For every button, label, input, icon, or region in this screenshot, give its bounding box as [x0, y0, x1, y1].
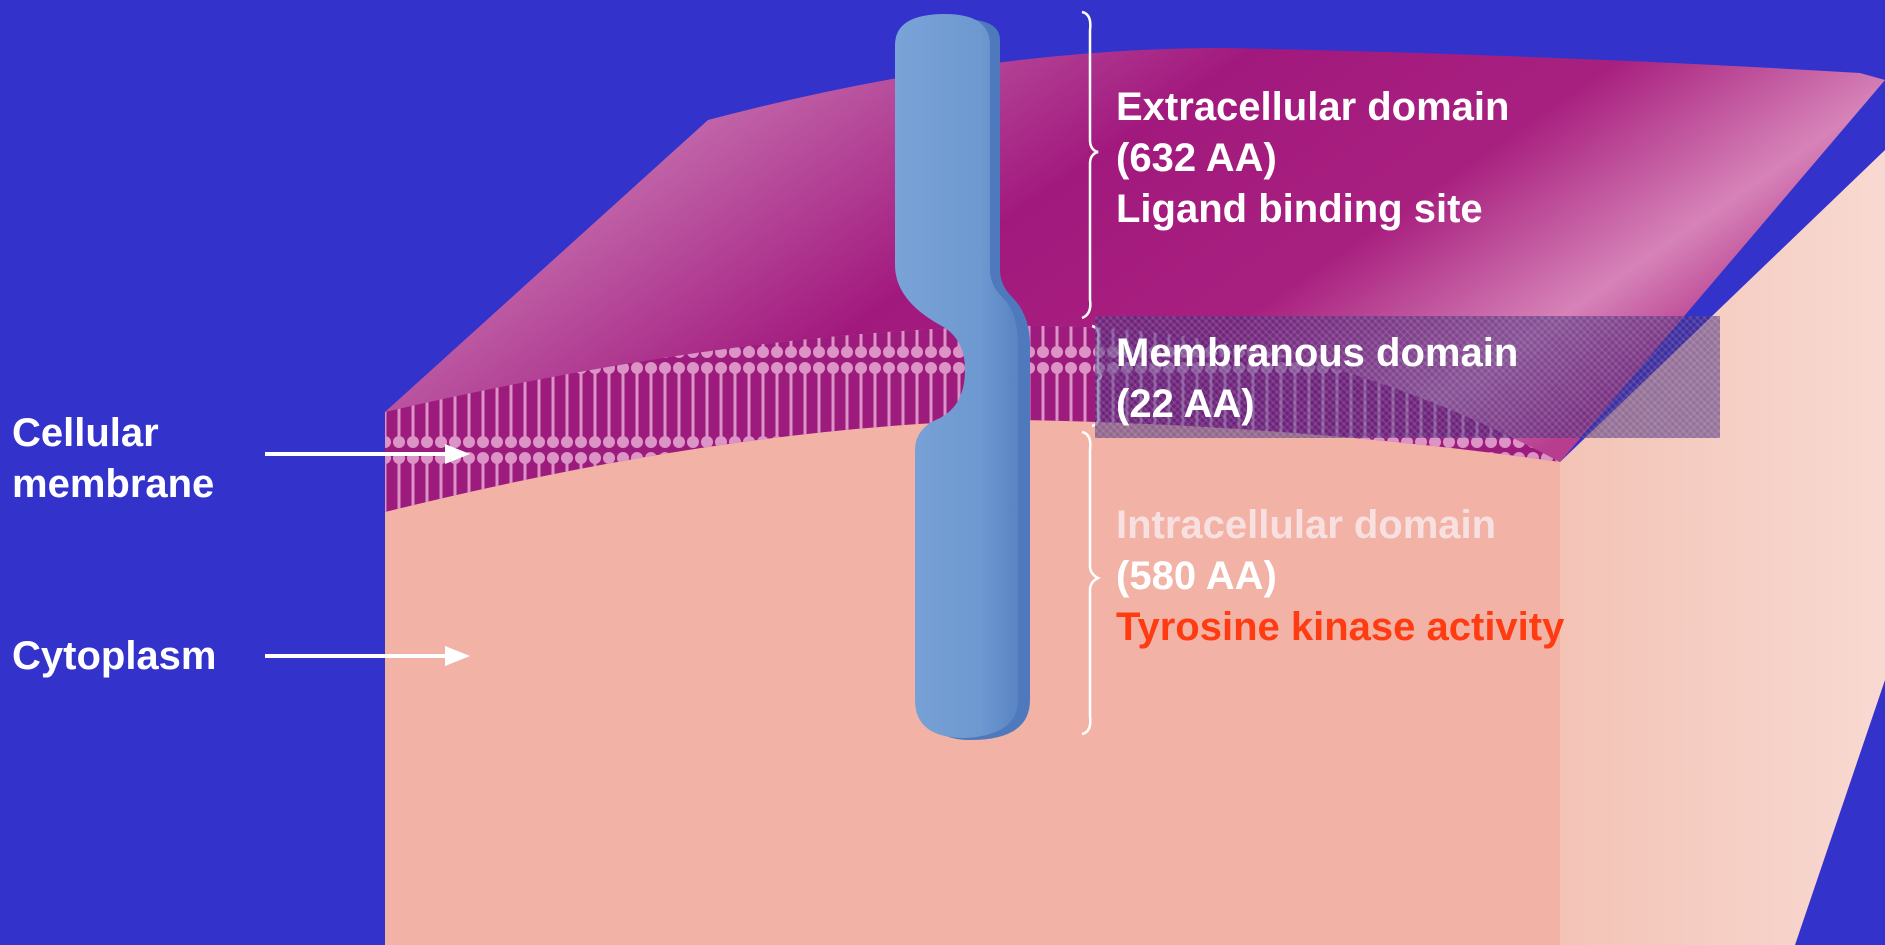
cytoplasm-label-text: Cytoplasm — [12, 631, 217, 682]
cellular-membrane-label: Cellular membrane — [12, 408, 214, 510]
extracellular-title: Extracellular domain — [1116, 82, 1509, 133]
intracellular-title: Intracellular domain — [1116, 500, 1564, 551]
extracellular-function: Ligand binding site — [1116, 184, 1509, 235]
intracellular-domain-label: Intracellular domain (580 AA) Tyrosine k… — [1116, 500, 1564, 653]
extracellular-domain-label: Extracellular domain (632 AA) Ligand bin… — [1116, 82, 1509, 235]
membranous-title: Membranous domain — [1116, 328, 1518, 379]
intracellular-function: Tyrosine kinase activity — [1116, 602, 1564, 653]
cellular-membrane-line-1: Cellular — [12, 408, 214, 459]
cellular-membrane-line-2: membrane — [12, 459, 214, 510]
membranous-domain-label: Membranous domain (22 AA) — [1116, 328, 1518, 430]
cytoplasm-label: Cytoplasm — [12, 631, 217, 682]
membranous-size: (22 AA) — [1116, 379, 1518, 430]
intracellular-size: (580 AA) — [1116, 551, 1564, 602]
extracellular-size: (632 AA) — [1116, 133, 1509, 184]
